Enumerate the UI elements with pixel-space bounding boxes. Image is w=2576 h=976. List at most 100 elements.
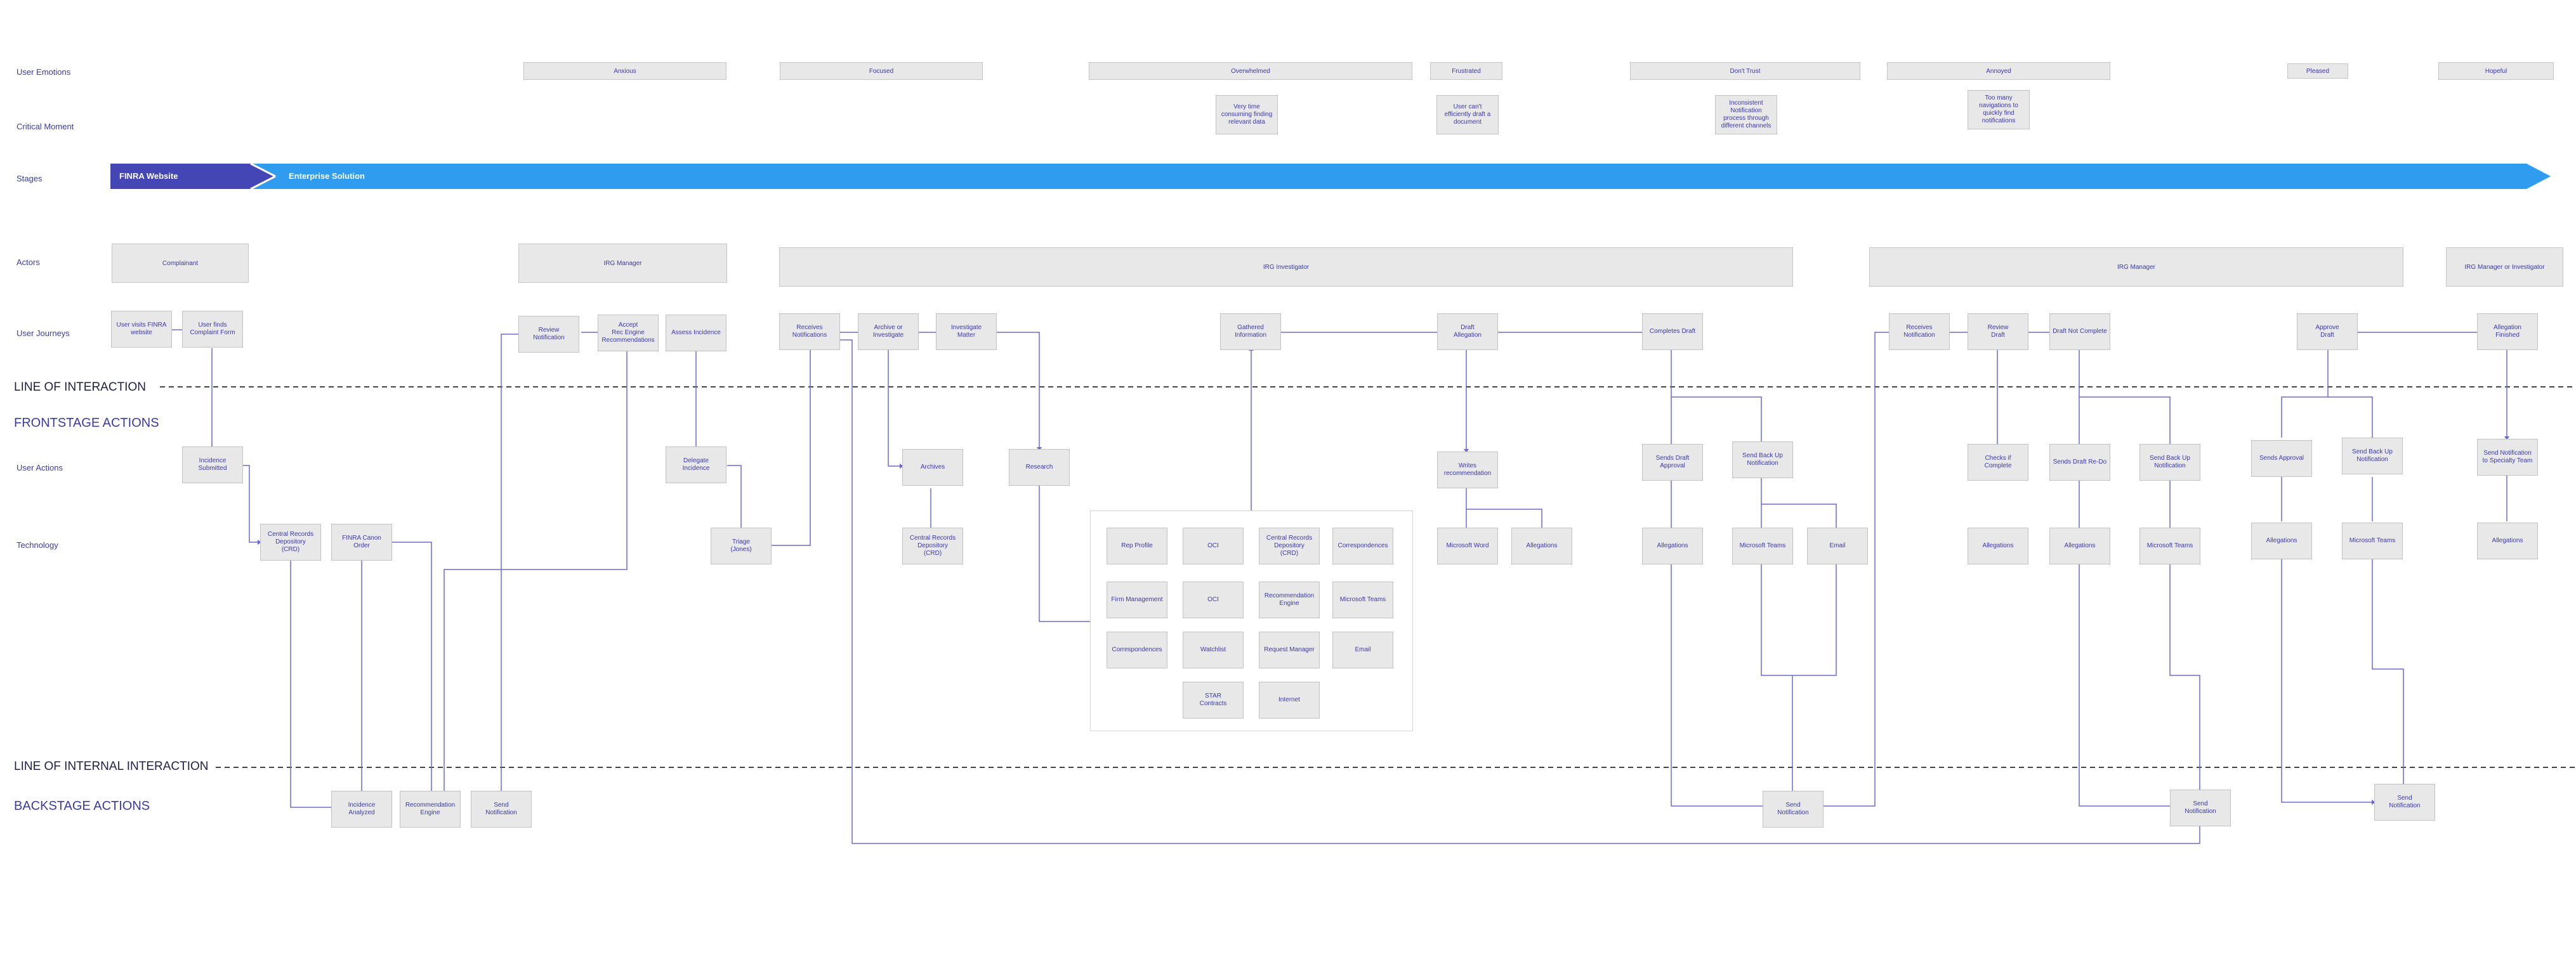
journey-step: Draft Not Complete: [2049, 313, 2110, 350]
actor-bar: IRG Manager or Investigator: [2446, 247, 2563, 287]
user-action-step: Send Back Up Notification: [2342, 438, 2403, 474]
emotion-bar: Focused: [780, 62, 983, 80]
journey-step: Receives Notifications: [779, 313, 840, 350]
user-action-step: Checks if Complete: [1968, 444, 2028, 481]
stage-enterprise-solution-arrow: [251, 164, 2551, 189]
technology-item: Allegations: [1968, 528, 2028, 564]
technology-item: Allegations: [1511, 528, 1572, 564]
journey-step: Receives Notification: [1889, 313, 1950, 350]
backstage-step: Incidence Analyzed: [331, 791, 392, 828]
emotion-bar: Frustrated: [1430, 62, 1502, 80]
emotion-label: Annoyed: [1986, 67, 2011, 75]
technology-item: Allegations: [2251, 523, 2312, 559]
research-system-item: Correspondences: [1332, 528, 1393, 564]
technology-item: Allegations: [2049, 528, 2110, 564]
row-label-user-journeys: User Journeys: [16, 329, 70, 338]
row-label-user-actions: User Actions: [16, 463, 63, 472]
user-action-step: Delegate Incidence: [666, 446, 726, 483]
critical-moment-card: User can't efficiently draft a document: [1436, 95, 1499, 134]
journey-step: Gathered Information: [1220, 313, 1281, 350]
stage-finra-website-arrow: [110, 164, 275, 189]
research-system-item: Firm Management: [1107, 582, 1167, 618]
technology-item: Microsoft Word: [1437, 528, 1498, 564]
emotion-bar: Anxious: [523, 62, 726, 80]
emotion-bar: Don't Trust: [1630, 62, 1860, 80]
research-system-item: Watchlist: [1183, 632, 1244, 668]
emotion-bar: Hopeful: [2438, 62, 2554, 80]
backstage-actions-title: BACKSTAGE ACTIONS: [14, 799, 150, 813]
line-of-interaction-title: LINE OF INTERACTION: [14, 381, 146, 394]
journey-step: Review Draft: [1968, 313, 2028, 350]
user-action-step: Send Back Up Notification: [1732, 441, 1793, 478]
critical-moment-card: Too many navigations to quickly find not…: [1968, 90, 2030, 129]
journey-step: Archive or Investigate: [858, 313, 919, 350]
research-system-item: Internet: [1259, 682, 1320, 719]
technology-item: FINRA Canon Order: [331, 524, 392, 561]
user-action-step: Sends Approval: [2251, 440, 2312, 477]
emotion-label: Overwhelmed: [1231, 67, 1270, 75]
emotion-label: Hopeful: [2485, 67, 2507, 75]
technology-item: Central Records Depository (CRD): [260, 524, 321, 561]
technology-item: Triage (Jones): [711, 528, 772, 564]
critical-moment-card: Inconsistent Notification process throug…: [1715, 95, 1777, 134]
research-system-item: Microsoft Teams: [1332, 582, 1393, 618]
journey-step: Accept Rec Engine Recommendations: [598, 315, 659, 351]
research-system-item: Recommendation Engine: [1259, 582, 1320, 618]
research-system-item: Correspondences: [1107, 632, 1167, 668]
research-system-item: Central Records Depository (CRD): [1259, 528, 1320, 564]
user-action-step: Writes recommendation: [1437, 452, 1498, 488]
user-action-step: Research: [1009, 449, 1070, 486]
emotion-bar: Pleased: [2287, 63, 2348, 79]
user-action-step: Send Notification to Specialty Team: [2477, 439, 2538, 476]
technology-item: Allegations: [2477, 523, 2538, 559]
technology-item: Allegations: [1642, 528, 1703, 564]
user-action-step: Sends Draft Approval: [1642, 444, 1703, 481]
research-system-item: STAR Contracts: [1183, 682, 1244, 719]
stage-label-finra-website: FINRA Website: [119, 171, 178, 181]
journey-step: Draft Allegation: [1437, 313, 1498, 350]
row-label-user-emotions: User Emotions: [16, 67, 71, 77]
user-action-step: Incidence Submitted: [182, 446, 243, 483]
backstage-step: Send Notification: [2374, 784, 2435, 821]
backstage-step: Send Notification: [1763, 791, 1824, 828]
technology-item: Microsoft Teams: [2342, 523, 2403, 559]
emotion-label: Frustrated: [1452, 67, 1481, 75]
journey-step: Investigate Matter: [936, 313, 997, 350]
journey-step: Allegation Finished: [2477, 313, 2538, 350]
research-system-item: Request Manager: [1259, 632, 1320, 668]
backstage-step: Send Notification: [2170, 790, 2231, 826]
line-of-internal-interaction-title: LINE OF INTERNAL INTERACTION: [14, 760, 209, 773]
actor-bar: IRG Investigator: [779, 247, 1793, 287]
journey-step: User finds Complaint Form: [182, 311, 243, 348]
actor-bar: IRG Manager: [1869, 247, 2403, 287]
research-system-item: OCI: [1183, 528, 1244, 564]
row-label-critical-moment: Critical Moment: [16, 122, 74, 131]
critical-moment-card: Very time consuming finding relevant dat…: [1216, 95, 1278, 134]
journey-step: User visits FINRA website: [111, 311, 172, 348]
row-label-stages: Stages: [16, 174, 43, 183]
journey-step: Review Notification: [518, 316, 579, 353]
emotion-label: Pleased: [2306, 67, 2330, 75]
emotion-bar: Overwhelmed: [1089, 62, 1412, 80]
actor-bar: IRG Manager: [518, 244, 727, 283]
user-action-step: Archives: [902, 449, 963, 486]
user-action-step: Sends Draft Re-Do: [2049, 444, 2110, 481]
journey-step: Approve Draft: [2297, 313, 2358, 350]
actor-bar: Complainant: [112, 244, 249, 283]
backstage-step: Recommendation Engine: [400, 791, 461, 828]
emotion-label: Focused: [869, 67, 894, 75]
emotion-bar: Annoyed: [1887, 62, 2110, 80]
technology-item: Central Records Depository (CRD): [902, 528, 963, 564]
user-action-step: Send Back Up Notification: [2139, 444, 2200, 481]
row-label-technology: Technology: [16, 540, 58, 550]
stage-label-enterprise-solution: Enterprise Solution: [289, 171, 365, 181]
research-system-item: Email: [1332, 632, 1393, 668]
emotion-label: Don't Trust: [1730, 67, 1761, 75]
journey-step: Completes Draft: [1642, 313, 1703, 350]
backstage-step: Send Notification: [471, 791, 532, 828]
research-system-item: OCI: [1183, 582, 1244, 618]
row-label-actors: Actors: [16, 257, 40, 267]
technology-item: Email: [1807, 528, 1868, 564]
frontstage-actions-title: FRONTSTAGE ACTIONS: [14, 416, 159, 430]
